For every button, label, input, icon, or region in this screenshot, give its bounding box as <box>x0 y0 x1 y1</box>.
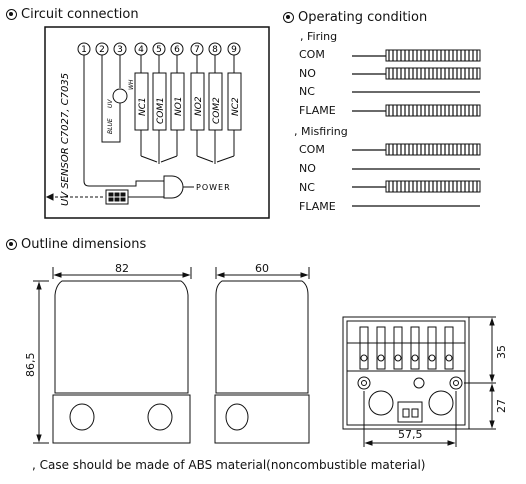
signal-label: FLAME <box>299 104 336 117</box>
mount-hole-right <box>428 390 454 416</box>
relay-label: NO1 <box>174 96 184 116</box>
relay-label: NC2 <box>231 97 241 116</box>
mount-connector <box>397 401 423 423</box>
signal-label: COM <box>299 143 325 156</box>
outline-dimensions-header: Outline dimensions <box>6 237 146 252</box>
dim-82-label: 82 <box>115 262 129 275</box>
operating-condition-title: Operating condition <box>298 10 428 25</box>
operating-condition-header: Operating condition <box>283 10 427 25</box>
circuit-connection-title: Circuit connection <box>21 7 139 22</box>
dim-27-label: 27 <box>495 399 508 413</box>
terminal-label: 6 <box>174 45 180 55</box>
front-hole-left <box>69 403 95 431</box>
side-view <box>214 267 310 444</box>
circuit-connection-header: Circuit connection <box>6 7 139 22</box>
signal-label: FLAME <box>299 200 336 213</box>
mount-screw-right <box>449 376 463 390</box>
sensor-label: UV SENSOR C7027, C7035 <box>60 73 71 206</box>
relay-label: COM1 <box>156 97 166 124</box>
dim-35-label: 35 <box>495 345 508 359</box>
terminal-label: 9 <box>231 45 237 55</box>
front-base <box>52 394 191 444</box>
terminal-label: 4 <box>138 45 144 55</box>
outline-dimensions-title: Outline dimensions <box>21 237 147 252</box>
timing-active-bar <box>385 49 481 62</box>
terminal-label: 3 <box>117 45 123 55</box>
arrow-icon <box>45 193 54 201</box>
dim-57-5-label: 57,5 <box>398 428 423 441</box>
signal-label: NC <box>299 181 315 194</box>
wire-3b <box>109 103 121 143</box>
signal-label: NO <box>299 162 316 175</box>
terminal-label: 1 <box>81 45 87 55</box>
timing-active-bar <box>385 180 481 193</box>
wh-label: WH <box>128 79 135 90</box>
circuit-frame <box>44 26 270 219</box>
blue-label: BLUE <box>107 118 114 134</box>
relay-label: NO2 <box>194 96 204 116</box>
signal-label: NO <box>299 67 316 80</box>
bullet-icon <box>6 9 17 20</box>
timing-active-bar <box>385 67 481 80</box>
mounting-view <box>342 316 496 447</box>
firing-title: , Firing <box>300 30 338 43</box>
material-note: , Case should be made of ABS material(no… <box>32 458 426 472</box>
signal-label: NC <box>299 85 315 98</box>
terminal-strip <box>359 326 454 370</box>
terminal-label: 8 <box>212 45 218 55</box>
relay-label: COM2 <box>212 97 222 124</box>
misfiring-title: , Misfiring <box>294 125 348 138</box>
center-screw <box>413 377 425 389</box>
wire-2 <box>101 55 109 143</box>
side-body <box>215 280 309 394</box>
mount-hole-left <box>368 390 394 416</box>
outline-drawings: 82 60 86,5 57,5 35 27 <box>24 262 508 447</box>
power-label: POWER <box>196 183 231 192</box>
dim-86-5-label: 86,5 <box>24 353 37 378</box>
power-plug-icon <box>163 175 184 199</box>
uv-label: UV <box>107 99 114 108</box>
terminal-label: 5 <box>156 45 162 55</box>
terminal-label: 7 <box>194 45 200 55</box>
bullet-icon <box>6 239 17 250</box>
timing-active-bar <box>385 104 481 117</box>
front-hole-right <box>147 403 173 431</box>
signal-label: COM <box>299 48 325 61</box>
bullet-icon <box>283 12 294 23</box>
front-body <box>54 280 189 394</box>
side-base <box>214 394 310 444</box>
terminal-label: 2 <box>99 45 105 55</box>
circuit-diagram: 1 2 3 4 5 6 7 8 9 UV SENSOR C7027, C7035… <box>44 26 270 219</box>
side-hole <box>225 403 249 431</box>
timing-active-bar <box>385 143 481 156</box>
relay-label: NC1 <box>138 97 148 116</box>
dim-60-label: 60 <box>255 262 269 275</box>
front-view <box>33 267 192 444</box>
wire-1 <box>83 55 164 187</box>
mount-frame <box>342 316 470 430</box>
mount-screw-left <box>357 376 371 390</box>
timing-chart <box>352 49 481 207</box>
